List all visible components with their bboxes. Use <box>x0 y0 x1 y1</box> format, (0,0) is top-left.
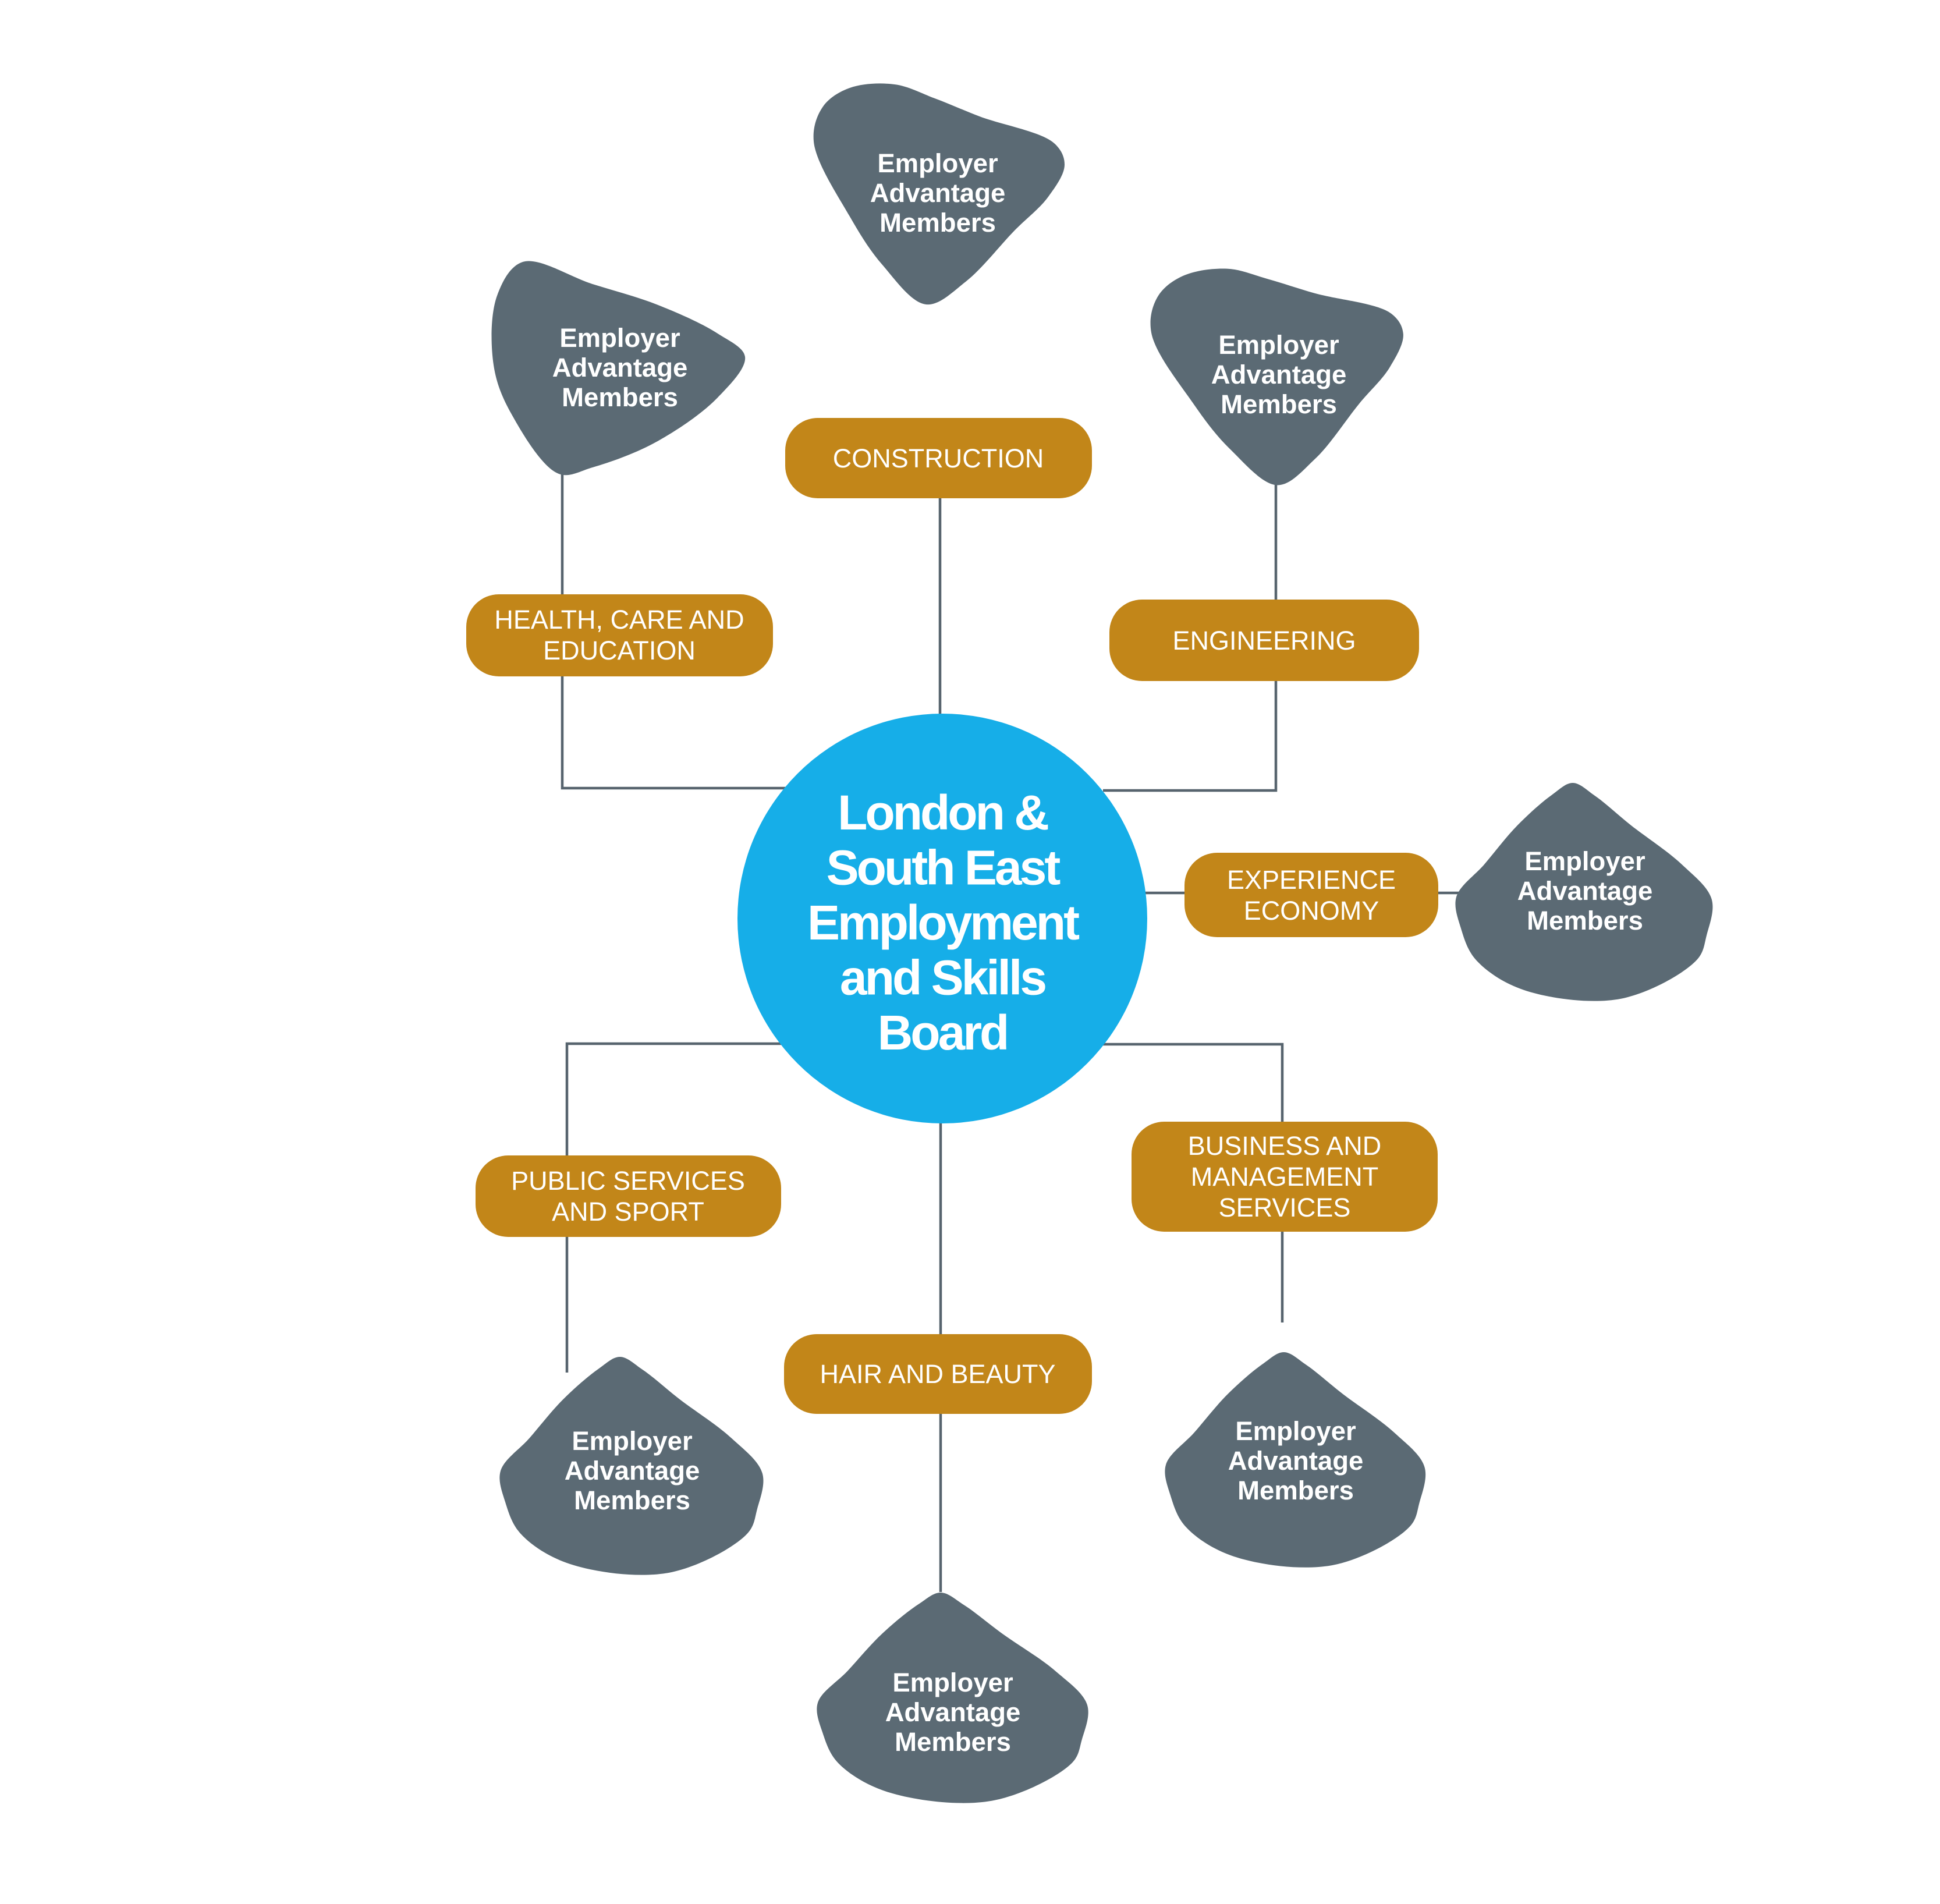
svg-text:SERVICES: SERVICES <box>1219 1193 1351 1222</box>
svg-text:AND SPORT: AND SPORT <box>552 1197 704 1226</box>
svg-text:Members: Members <box>879 208 996 237</box>
svg-text:Members: Members <box>562 382 678 412</box>
svg-text:Employer: Employer <box>559 323 680 353</box>
svg-text:HEALTH, CARE AND: HEALTH, CARE AND <box>494 605 744 634</box>
svg-text:Advantage: Advantage <box>565 1456 700 1485</box>
svg-text:Employer: Employer <box>877 148 998 178</box>
svg-text:Members: Members <box>895 1727 1011 1757</box>
svg-text:South East: South East <box>827 841 1061 895</box>
svg-text:ENGINEERING: ENGINEERING <box>1172 626 1356 655</box>
svg-text:Members: Members <box>574 1485 690 1515</box>
svg-text:Advantage: Advantage <box>870 178 1006 208</box>
svg-text:HAIR AND BEAUTY: HAIR AND BEAUTY <box>820 1359 1055 1389</box>
svg-text:Employer: Employer <box>1218 330 1339 360</box>
svg-text:Members: Members <box>1527 906 1643 935</box>
svg-text:MANAGEMENT: MANAGEMENT <box>1191 1162 1379 1192</box>
svg-text:Employer: Employer <box>892 1668 1013 1697</box>
svg-text:Advantage: Advantage <box>552 353 688 382</box>
svg-text:Employer: Employer <box>572 1426 693 1456</box>
svg-text:CONSTRUCTION: CONSTRUCTION <box>833 444 1044 473</box>
svg-text:Employer: Employer <box>1235 1416 1356 1446</box>
svg-text:Members: Members <box>1237 1476 1354 1505</box>
svg-text:ECONOMY: ECONOMY <box>1244 896 1379 926</box>
svg-text:Advantage: Advantage <box>885 1697 1021 1727</box>
svg-text:Advantage: Advantage <box>1228 1446 1364 1476</box>
svg-text:Employment: Employment <box>807 895 1079 950</box>
svg-text:Members: Members <box>1221 389 1337 419</box>
svg-text:Advantage: Advantage <box>1211 360 1347 389</box>
svg-text:PUBLIC SERVICES: PUBLIC SERVICES <box>511 1166 745 1196</box>
svg-text:Employer: Employer <box>1524 846 1645 876</box>
svg-text:EDUCATION: EDUCATION <box>543 636 696 665</box>
svg-text:London &: London & <box>838 785 1048 840</box>
svg-text:Board: Board <box>878 1005 1008 1060</box>
svg-text:and Skills: and Skills <box>840 951 1045 1005</box>
svg-text:EXPERIENCE: EXPERIENCE <box>1227 865 1396 895</box>
svg-text:Advantage: Advantage <box>1517 876 1653 906</box>
svg-text:BUSINESS AND: BUSINESS AND <box>1188 1131 1382 1161</box>
